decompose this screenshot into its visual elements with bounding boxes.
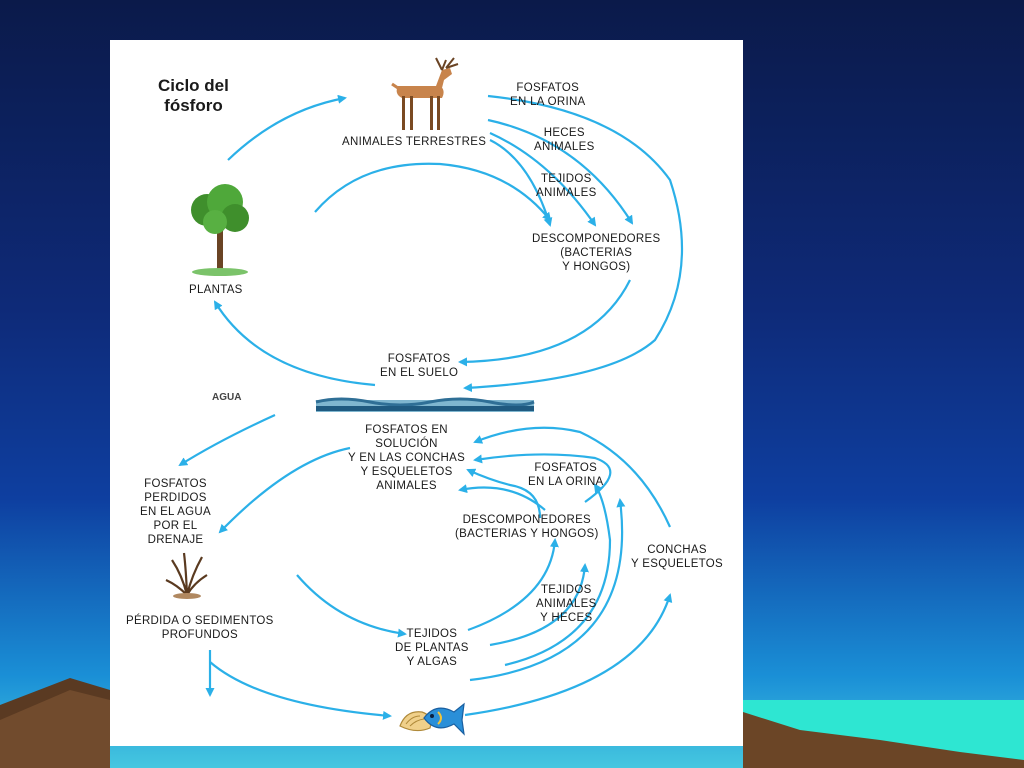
label-heces-animales: HECES ANIMALES [534,127,595,153]
title-line-1: Ciclo del [158,76,229,95]
fish-icon [423,702,465,736]
water-strip [315,397,535,412]
label-plantas: PLANTAS [189,284,243,296]
label-conchas-esqueletos: CONCHAS Y ESQUELETOS [631,544,724,570]
label-fosfatos-perdidos: FOSFATOS PERDIDOS EN EL AGUA POR EL DREN… [140,478,211,546]
label-descomponedores-terrestre: DESCOMPONEDORES (BACTERIAS Y HONGOS) [532,233,661,273]
label-tejidos-animales-heces: TEJIDOS ANIMALES Y HECES [536,584,597,624]
label-fosfatos-orina-acuatico: FOSFATOS EN LA ORINA [528,462,604,488]
phosphorus-cycle-panel: Ciclo del fósforo ANIMALES TERRE [110,40,743,746]
label-fosfatos-orina-terrestre: FOSFATOS EN LA ORINA [510,82,586,108]
label-tejidos-plantas-algas: TEJIDOS DE PLANTAS Y ALGAS [395,628,469,668]
label-fosfatos-solucion: FOSFATOS EN SOLUCIÓN Y EN LAS CONCHAS Y … [348,424,466,492]
title-line-2: fósforo [164,96,223,115]
label-animales-terrestres: ANIMALES TERRESTRES [342,136,487,148]
label-fosfatos-suelo: FOSFATOS EN EL SUELO [380,353,459,379]
seaweed-icon [165,552,208,599]
tree-icon [191,184,249,276]
label-agua: AGUA [212,392,242,403]
cycle-arrows [178,94,684,720]
label-tejidos-animales: TEJIDOS ANIMALES [536,173,597,199]
label-perdida-sedimentos: PÉRDIDA O SEDIMENTOS PROFUNDOS [126,615,274,641]
mountain-right [743,712,1024,768]
label-descomponedores-acuatico: DESCOMPONEDORES (BACTERIAS Y HONGOS) [455,514,599,540]
page-title: Ciclo del fósforo [158,76,229,116]
deer-icon [391,57,459,130]
